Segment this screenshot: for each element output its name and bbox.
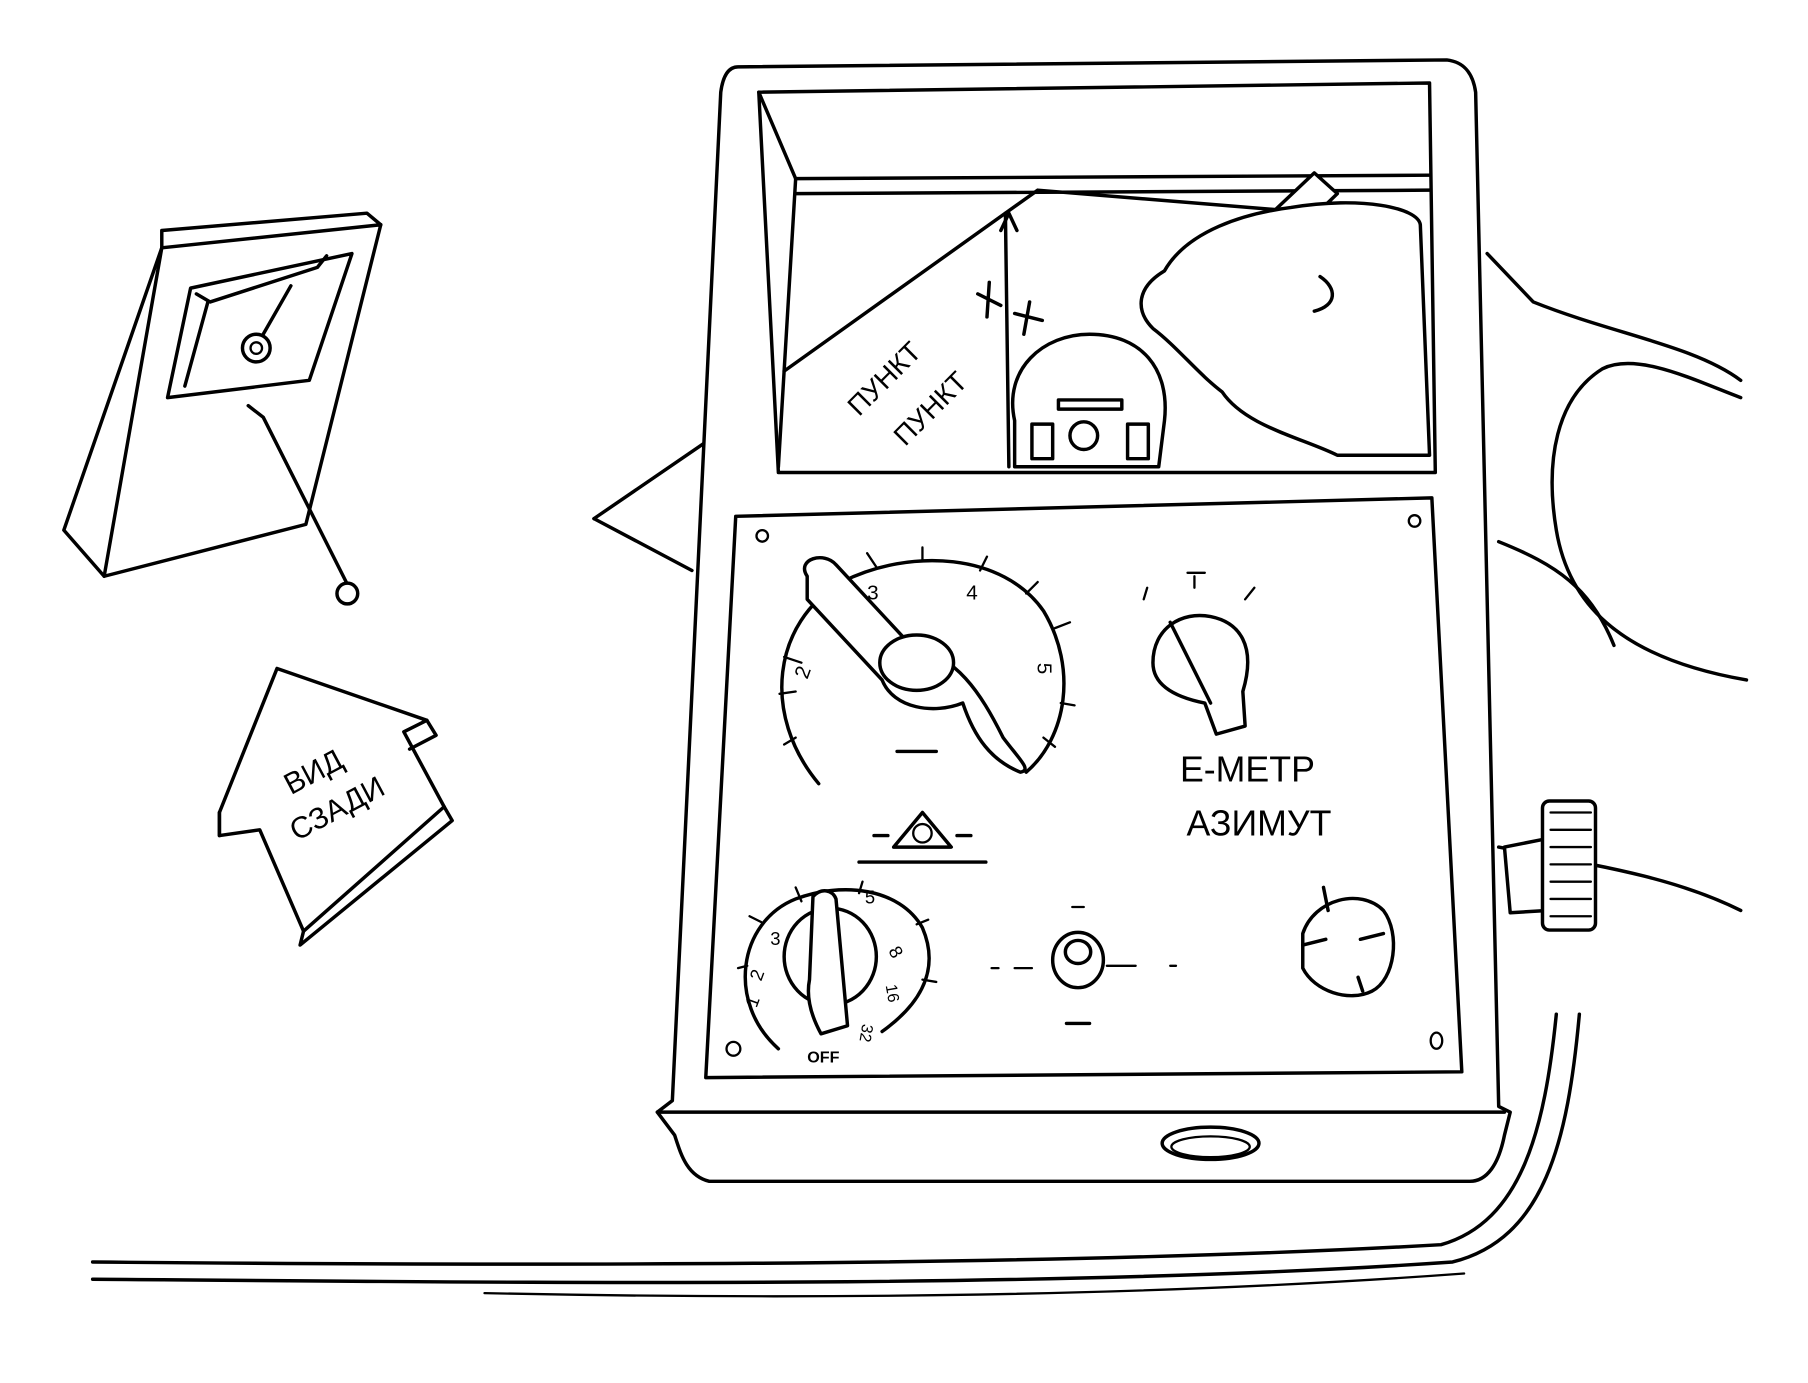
sensitivity-number-3: 3: [770, 928, 780, 949]
sensitivity-number-5: 5: [865, 887, 875, 908]
electrode-cable: [90, 1012, 1582, 1298]
screw-icon: [755, 528, 770, 543]
sensitivity-dial[interactable]: 1 2 3 5 8 16 32 OFF: [736, 880, 938, 1067]
logo-triangle-icon: [857, 810, 988, 864]
mark-x-icon: [976, 280, 1003, 319]
screw-icon: [725, 1040, 742, 1057]
handle-slot: [1160, 1125, 1261, 1162]
paper-sheet-edge-lower: [592, 516, 694, 573]
screw-icon: [1429, 1031, 1444, 1050]
electrode-jack: [1502, 799, 1598, 932]
tone-arm-dial[interactable]: 2 3 4 5: [778, 546, 1076, 786]
battery-knob[interactable]: [1301, 885, 1396, 998]
meter-window: ПУНКТ ПУНКТ: [757, 81, 1438, 475]
trim-knob[interactable]: [1142, 571, 1256, 736]
paper-sheet-edge: [592, 441, 706, 521]
sensitivity-off-label: OFF: [807, 1049, 839, 1067]
knob-pointer: [806, 889, 850, 1036]
device-label-line2: АЗИМУТ: [1187, 804, 1332, 844]
writing-hand: [1139, 201, 1432, 457]
front-panel: 2 3 4 5 Е-МЕТР АЗИМУТ 1 2: [704, 496, 1464, 1080]
toggle-switch[interactable]: [990, 905, 1178, 1026]
screw-icon: [1407, 514, 1422, 528]
sensitivity-number-32: 32: [855, 1023, 876, 1044]
mark-x-icon: [1012, 300, 1045, 336]
tone-number-5: 5: [1033, 663, 1056, 675]
auditor-hand: [1485, 251, 1749, 913]
sensitivity-number-16: 16: [882, 983, 903, 1004]
device-label-line1: Е-МЕТР: [1180, 749, 1315, 789]
tone-number-3: 3: [867, 581, 879, 604]
rear-view-meter: [62, 211, 383, 606]
view-direction-arrow-icon: ВИД СЗАДИ: [217, 666, 454, 947]
tone-number-4: 4: [966, 581, 978, 604]
